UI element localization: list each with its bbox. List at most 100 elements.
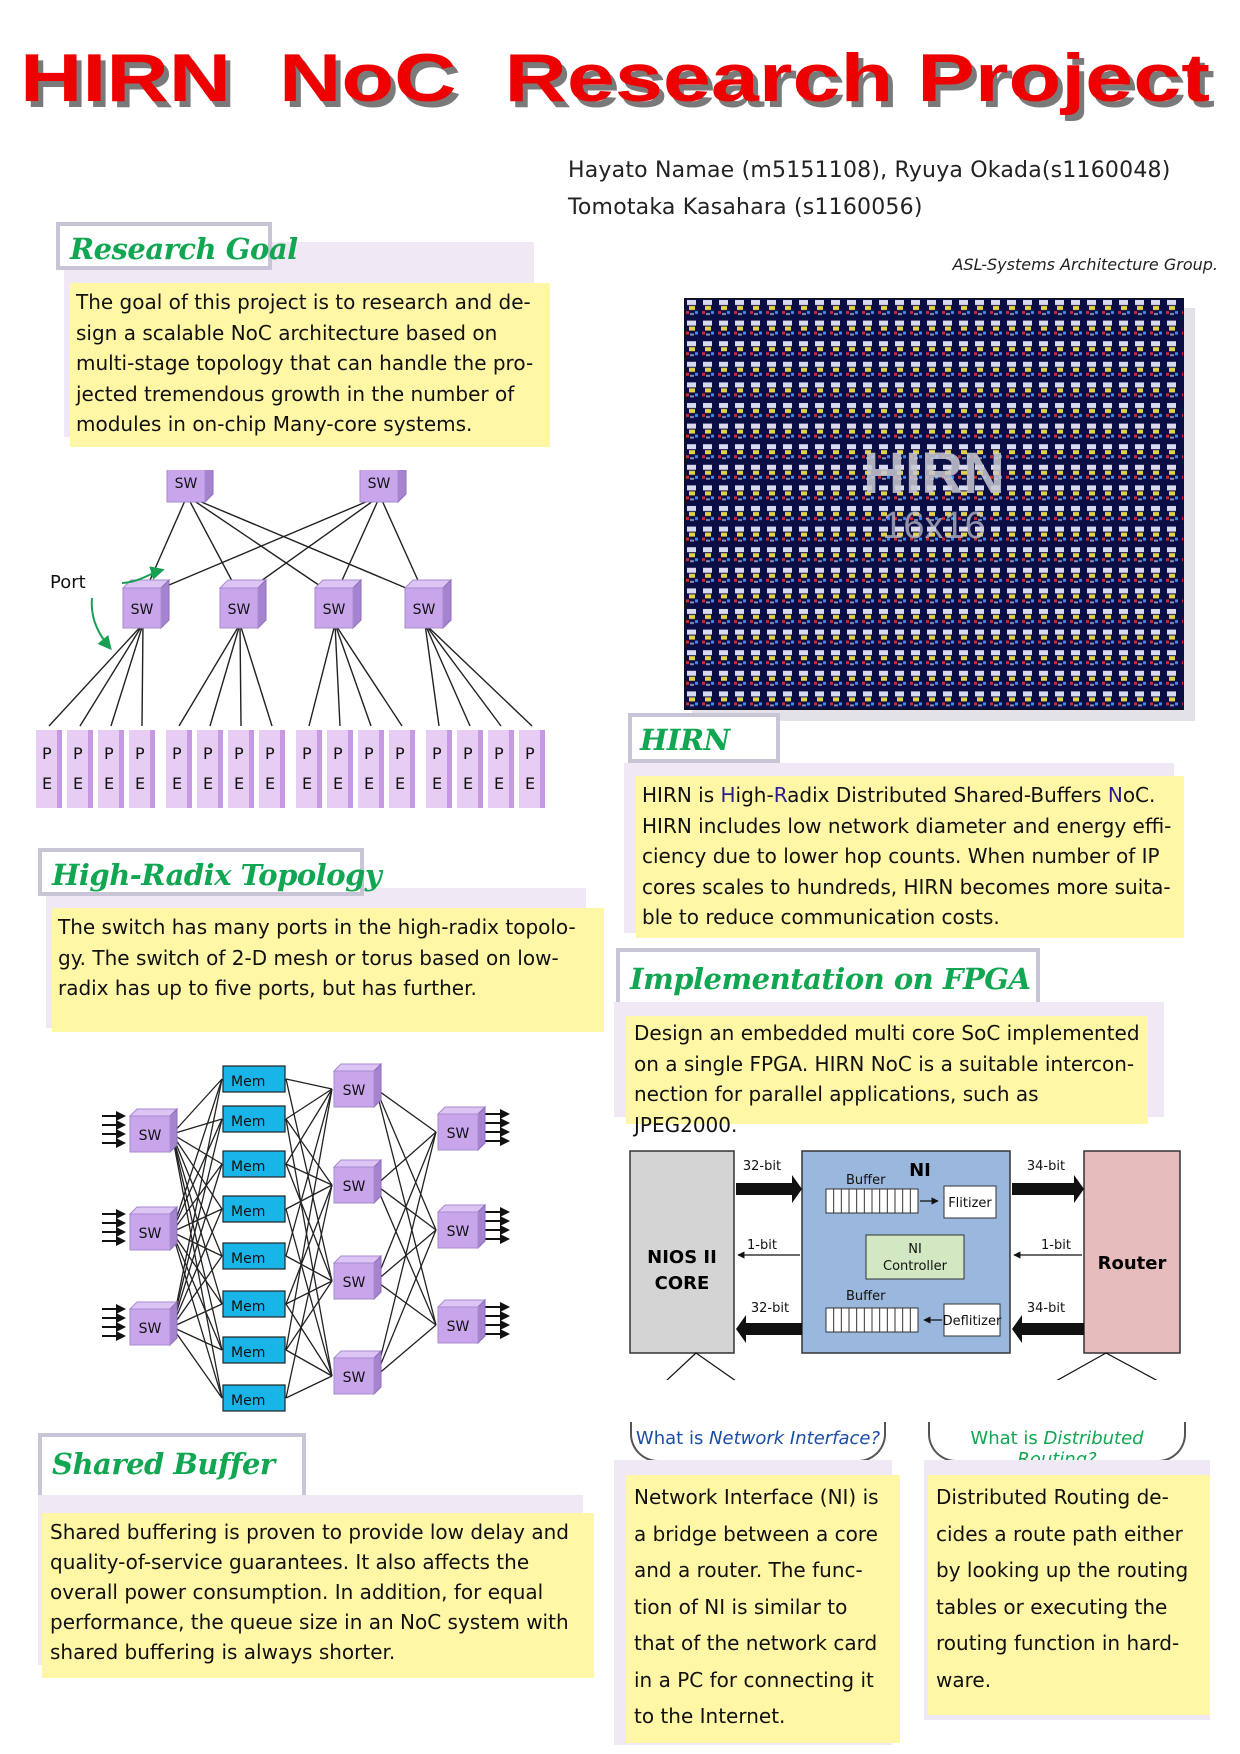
network-link (375, 1131, 437, 1186)
nios-core-label-2: CORE (655, 1273, 710, 1294)
pe-label-top: P (463, 744, 473, 763)
routing-answer-text: Distributed Routing de- cides a route pa… (928, 1475, 1210, 1715)
tree-link (239, 623, 273, 727)
network-link (285, 1375, 333, 1399)
network-links (171, 1078, 437, 1399)
network-link (285, 1088, 333, 1165)
tree-link (142, 495, 381, 597)
network-link (375, 1131, 437, 1282)
deflitizer-label: Deflitizer (943, 1314, 1002, 1329)
ni-controller-block (865, 1234, 965, 1280)
buffer-label-bottom: Buffer (846, 1289, 886, 1304)
mem-node: Mem (222, 1195, 286, 1223)
fpga-line: Design an embedded multi core SoC implem… (634, 1021, 1140, 1045)
mem-label: Mem (231, 1204, 265, 1220)
switch-top-face (436, 1106, 487, 1115)
switch-front-face (333, 1357, 375, 1395)
research-goal-line: sign a scalable NoC architecture based o… (76, 320, 498, 345)
tree-link (186, 495, 426, 597)
ni-question-prefix: What is (635, 1428, 710, 1449)
network-link (171, 1133, 223, 1165)
switch-label: SW (139, 1226, 162, 1242)
switch-label: SW (447, 1126, 470, 1142)
core-to-ni-bits: 32-bit (743, 1159, 781, 1174)
switch-top-face (436, 1204, 487, 1213)
switch-top-face (332, 1350, 383, 1359)
routing-answer-line: ware. (936, 1667, 992, 1692)
pe-label-top: P (73, 744, 83, 763)
network-link (171, 1326, 223, 1399)
network-link (375, 1324, 437, 1377)
switch-node: SW (218, 578, 268, 630)
pe-label-bottom: E (135, 774, 146, 793)
high-radix-heading-box: High-Radix Topology (38, 848, 382, 896)
pe-label-top: P (494, 744, 504, 763)
network-link (171, 1133, 223, 1257)
network-link (171, 1118, 223, 1233)
pe-label-top: P (302, 744, 312, 763)
pe-label-bottom: E (265, 774, 276, 793)
switch-front-face (404, 587, 444, 629)
research-goal-heading: Research Goal (70, 232, 298, 266)
network-link (285, 1184, 333, 1210)
tree-link (239, 623, 242, 727)
port-arrow-top (121, 566, 165, 584)
network-link (285, 1078, 333, 1090)
pe-label-bottom: E (432, 774, 443, 793)
switch-label: SW (343, 1275, 366, 1291)
fpga-heading: Implementation on FPGA (630, 962, 1031, 996)
hirn-line: ble to reduce communication costs. (642, 905, 1000, 929)
router-to-ni-bits: 1-bit (1041, 1238, 1071, 1253)
pe-label-top: P (364, 744, 374, 763)
network-link (285, 1118, 333, 1186)
switch-top-face (332, 1255, 383, 1264)
pe-label-top: P (525, 744, 535, 763)
switch-node: SW (121, 578, 171, 630)
high-radix-text: The switch has many ports in the high-ra… (52, 908, 604, 1032)
chip-label-small: 16x16 (882, 505, 986, 547)
shared-buffer-network-diagram: SWSWSWSWSWSWSWSWSWSWMemMemMemMemMemMemMe… (102, 1062, 510, 1412)
network-link (171, 1208, 223, 1328)
mem-box (222, 1105, 286, 1133)
routing-answer-line: Distributed Routing de- (936, 1485, 1169, 1509)
tree-link (334, 623, 341, 727)
hirn-def-highlight: N (1107, 783, 1123, 807)
switch-top-face (332, 1159, 383, 1168)
switch-node: SW (332, 1158, 383, 1205)
hirn-def-part: igh- (735, 783, 774, 807)
mem-box (222, 1242, 286, 1270)
hirn-def-highlight: R (773, 783, 788, 807)
pe-label-top: P (234, 744, 244, 763)
switch-top-face (128, 1301, 179, 1310)
network-link (375, 1131, 437, 1377)
authors-line-2: Tomotaka Kasahara (s1160056) (568, 195, 923, 220)
switch-label: SW (131, 602, 154, 618)
fpga-line: nection for parallel applications, such … (634, 1082, 1039, 1137)
mem-node: Mem (222, 1384, 286, 1412)
network-link (171, 1078, 223, 1328)
tree-link (424, 623, 502, 727)
router-callout-line (1105, 1352, 1158, 1380)
routing-answer-line: by looking up the routing (936, 1558, 1189, 1582)
pe-label-bottom: E (172, 774, 183, 793)
network-link (285, 1280, 333, 1351)
pe-label-bottom: E (203, 774, 214, 793)
fpga-heading-box: Implementation on FPGA (616, 948, 1040, 1010)
tree-links (48, 495, 533, 727)
tree-link (209, 623, 241, 727)
ni-title: NI (909, 1160, 931, 1181)
network-link (285, 1349, 333, 1377)
mem-box (222, 1290, 286, 1318)
switch-top-face (128, 1108, 179, 1117)
page-title-text: HIRN NoC Research Project (20, 40, 1210, 116)
ni-answer-line: and a router. The func- (634, 1558, 863, 1582)
routing-question-prefix: What is (970, 1428, 1044, 1449)
switch-label: SW (343, 1370, 366, 1386)
pe-label-bottom: E (104, 774, 115, 793)
pe-label-top: P (42, 744, 52, 763)
